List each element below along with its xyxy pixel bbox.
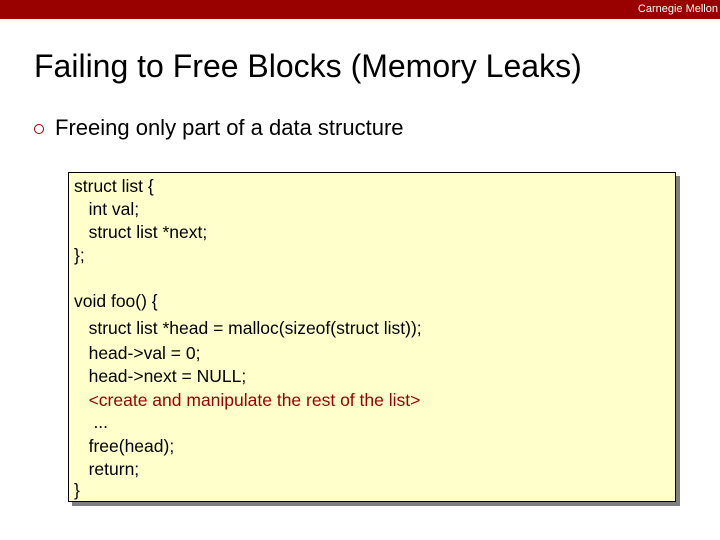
header-bar: Carnegie Mellon — [0, 0, 720, 19]
code-line: struct list *next; — [74, 222, 208, 242]
bullet-text: Freeing only part of a data structure — [55, 115, 404, 140]
code-line: return; — [74, 459, 140, 479]
code-line: } — [74, 480, 80, 500]
code-line: head->next = NULL; — [74, 366, 247, 386]
code-box: struct list { int val; struct list *next… — [68, 172, 676, 502]
code-line: free(head); — [74, 436, 175, 456]
code-line: int val; — [74, 199, 140, 219]
bullet-item: Freeing only part of a data structure — [34, 113, 404, 143]
code-line: }; — [74, 245, 85, 265]
slide-title: Failing to Free Blocks (Memory Leaks) — [34, 48, 582, 84]
code-line-highlighted: <create and manipulate the rest of the l… — [74, 390, 421, 410]
code-line: head->val = 0; — [74, 343, 201, 363]
code-line: void foo() { — [74, 291, 158, 311]
code-line: struct list { — [74, 176, 154, 196]
brand-label: Carnegie Mellon — [637, 3, 718, 15]
code-line: struct list *head = malloc(sizeof(struct… — [74, 318, 422, 338]
code-line: ... — [74, 412, 109, 432]
hollow-circle-bullet-icon — [34, 123, 44, 134]
